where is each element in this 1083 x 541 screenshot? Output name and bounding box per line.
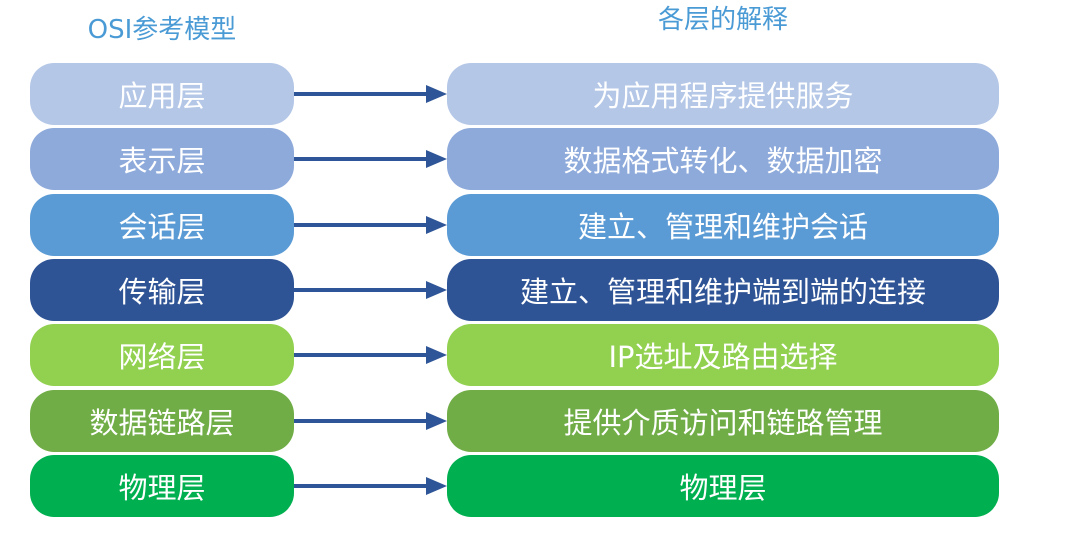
layer-name-box: 表示层 [30,128,294,190]
layer-name-box: 会话层 [30,194,294,256]
arrow-right-icon [294,477,447,495]
layer-description-box: 提供介质访问和链路管理 [447,390,999,452]
layer-description-box: IP选址及路由选择 [447,324,999,386]
osi-model-heading: OSI参考模型 [87,15,237,45]
layer-name-box: 数据链路层 [30,390,294,452]
osi-layer-row-session: 会话层 建立、管理和维护会话 [0,194,1083,256]
arrow-right-icon [294,85,447,103]
osi-layer-row-presentation: 表示层 数据格式转化、数据加密 [0,128,1083,190]
layer-description-box: 为应用程序提供服务 [447,63,999,125]
osi-layer-row-data-link: 数据链路层 提供介质访问和链路管理 [0,390,1083,452]
layer-description-box: 数据格式转化、数据加密 [447,128,999,190]
osi-layer-row-network: 网络层 IP选址及路由选择 [0,324,1083,386]
layer-name-box: 传输层 [30,259,294,321]
osi-layer-row-application: 应用层 为应用程序提供服务 [0,63,1083,125]
osi-layer-row-physical: 物理层 物理层 [0,455,1083,517]
arrow-right-icon [294,412,447,430]
layer-name-box: 物理层 [30,455,294,517]
layer-description-box: 物理层 [447,455,999,517]
arrow-right-icon [294,150,447,168]
layer-explanation-heading: 各层的解释 [657,5,788,35]
arrow-right-icon [294,281,447,299]
layer-name-box: 应用层 [30,63,294,125]
layer-description-box: 建立、管理和维护会话 [447,194,999,256]
layer-name-box: 网络层 [30,324,294,386]
arrow-right-icon [294,346,447,364]
osi-layer-row-transport: 传输层 建立、管理和维护端到端的连接 [0,259,1083,321]
arrow-right-icon [294,216,447,234]
layer-description-box: 建立、管理和维护端到端的连接 [447,259,999,321]
